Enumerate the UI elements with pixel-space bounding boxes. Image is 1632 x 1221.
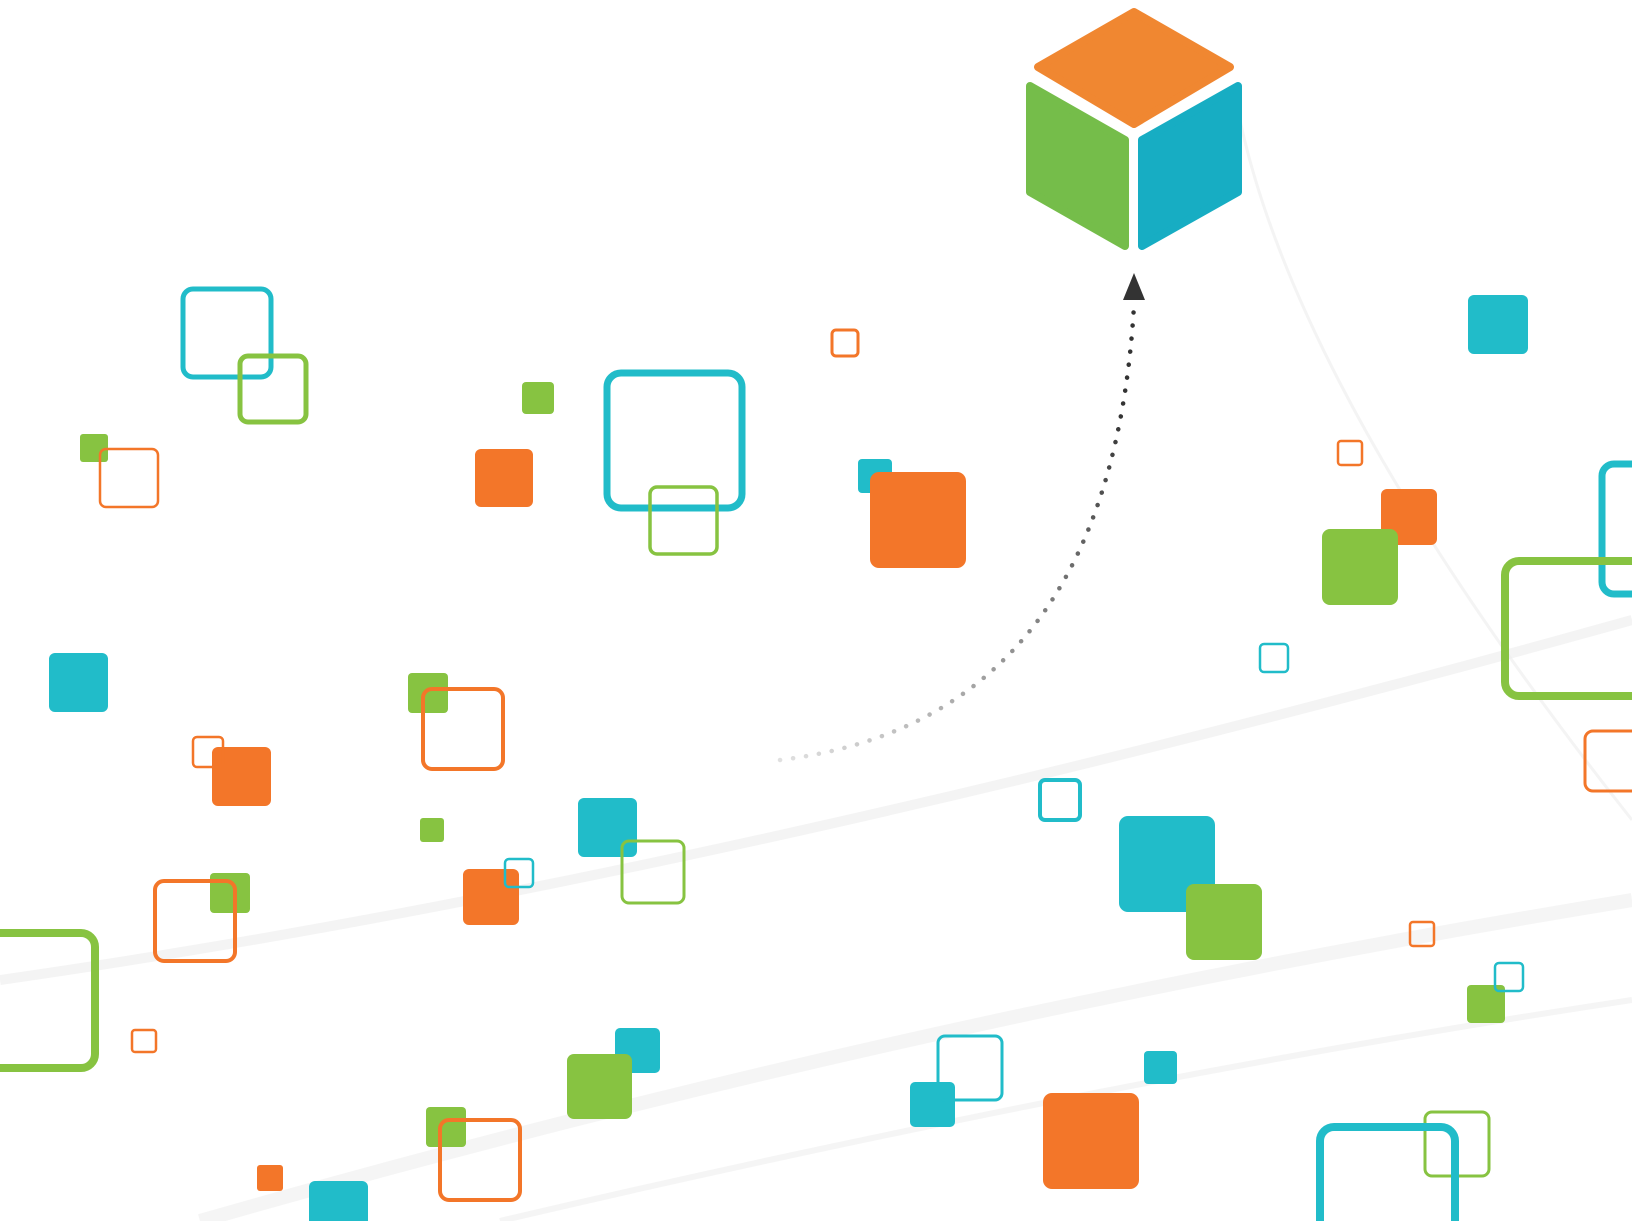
filled-square: [408, 673, 448, 713]
outline-square: [1493, 961, 1525, 993]
outline-square: [98, 447, 160, 509]
cube-top-face: [1034, 8, 1234, 128]
outline-square: [153, 879, 237, 963]
outline-square: [438, 1118, 522, 1202]
outline-square: [130, 1028, 158, 1054]
filled-square: [463, 869, 519, 925]
outline-square: [1258, 642, 1290, 674]
filled-squares: [49, 295, 1528, 1221]
outline-square: [421, 687, 505, 771]
filled-square: [1322, 529, 1398, 605]
outline-square: [1038, 778, 1082, 822]
swoosh-curve: [0, 615, 1632, 985]
filled-square: [1043, 1093, 1139, 1189]
filled-square: [870, 472, 966, 568]
outline-square: [648, 485, 719, 556]
outline-square: [0, 929, 99, 1072]
outline-square: [191, 735, 225, 769]
cube-right-face: [1138, 82, 1242, 250]
filled-square: [1468, 295, 1528, 354]
filled-square: [257, 1165, 283, 1191]
filled-square: [1467, 985, 1505, 1023]
cube-left-face: [1026, 82, 1129, 250]
outline-square: [237, 353, 309, 425]
outline-square: [1598, 460, 1632, 598]
outline-square: [603, 369, 746, 512]
speed-trails: [0, 325, 1632, 1216]
isometric-cube-icon: [1026, 8, 1242, 250]
outline-square: [830, 328, 860, 358]
filled-square: [578, 798, 637, 857]
outline-square: [1583, 729, 1632, 793]
outline-square: [180, 286, 274, 380]
swoosh-curve: [198, 893, 1632, 1221]
filled-square: [475, 449, 533, 507]
arrow-path: [777, 302, 1137, 763]
outline-square: [1408, 920, 1436, 948]
outline-square: [620, 839, 686, 905]
filled-square: [49, 653, 108, 712]
filled-square: [426, 1107, 466, 1147]
dotted-arrow-up-icon: [777, 273, 1145, 763]
filled-square: [420, 818, 444, 842]
filled-square: [567, 1054, 632, 1119]
outline-square: [936, 1034, 1004, 1102]
outline-square: [1316, 1123, 1459, 1221]
outline-square: [503, 857, 535, 889]
filled-square: [309, 1181, 368, 1221]
outline-square: [1336, 439, 1364, 467]
outline-squares: [0, 286, 1632, 1221]
filled-square: [910, 1082, 955, 1127]
filled-square: [1144, 1051, 1177, 1084]
filled-square: [522, 382, 554, 414]
filled-square: [212, 747, 271, 806]
arrowhead: [1123, 273, 1145, 300]
filled-square: [1186, 884, 1262, 960]
filled-square: [80, 434, 108, 462]
swoosh-curve: [1238, 119, 1632, 821]
background-swooshes: [0, 119, 1632, 1221]
outline-square: [1501, 557, 1632, 700]
